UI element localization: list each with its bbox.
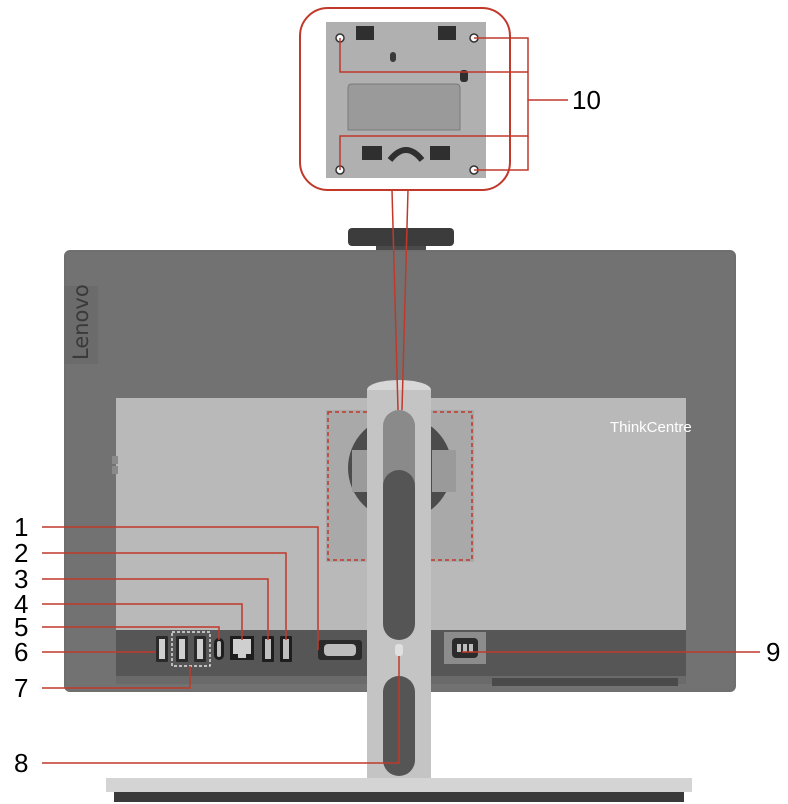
callout-9: 9 <box>766 637 780 667</box>
zoom-projection-lines <box>391 189 409 411</box>
callout-8: 8 <box>14 748 28 778</box>
power-connector <box>444 632 486 664</box>
vesa-detail-inset <box>299 7 511 191</box>
callout-numbers: 1 2 3 4 5 6 7 8 9 10 <box>14 85 780 778</box>
callout-3: 3 <box>14 564 28 594</box>
lenovo-logo-text: Lenovo <box>69 284 93 360</box>
lenovo-logo: Lenovo <box>64 284 98 364</box>
callout-2: 2 <box>14 538 28 568</box>
callout-lines <box>42 37 760 764</box>
callout-5: 5 <box>14 612 28 642</box>
callout-1: 1 <box>14 512 28 542</box>
callout-10: 10 <box>572 85 601 115</box>
hdmi-port <box>262 636 274 662</box>
callout-7: 7 <box>14 673 28 703</box>
thinkcentre-logo: ThinkCentre <box>610 419 692 436</box>
usb-a-port-2 <box>176 636 188 662</box>
usb-a-port <box>156 636 168 662</box>
usb-c-port <box>214 638 224 660</box>
usb-pair-highlight <box>171 631 211 667</box>
vga-port <box>318 640 362 660</box>
displayport-out <box>280 636 292 662</box>
stand-base <box>106 778 692 802</box>
usb-a-port-3 <box>194 636 206 662</box>
callout-4: 4 <box>14 589 28 619</box>
callout-6: 6 <box>14 637 28 667</box>
